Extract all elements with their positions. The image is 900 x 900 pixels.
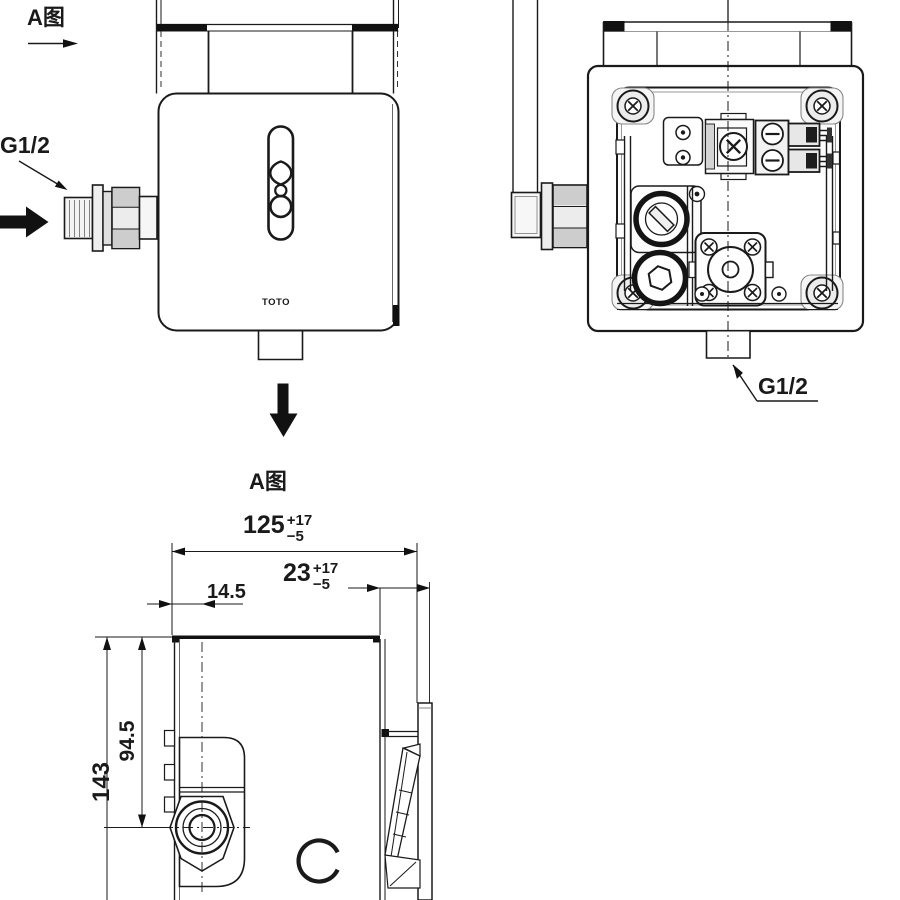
dim-wall-to-plate: 23 +17 −5 <box>283 561 338 593</box>
outlet-thread-label: G1/2 <box>758 373 808 399</box>
inlet-fitting <box>63 184 158 252</box>
solenoid-flange <box>688 232 774 307</box>
dim-inlet-height-line <box>138 637 146 828</box>
snap-ring <box>296 838 340 884</box>
extension-lines <box>95 543 430 703</box>
sensor-window <box>267 125 295 241</box>
mounting-bracket <box>662 116 704 166</box>
section-title: A图 <box>249 469 287 494</box>
wedge-bracket <box>384 730 421 889</box>
dim-overall-width-line <box>172 547 417 556</box>
flow-down-arrow <box>269 383 298 437</box>
section-view <box>95 543 433 900</box>
wall-top-edge <box>172 635 380 639</box>
dim-overall-width: 125 +17 −5 <box>243 513 312 545</box>
stop-valve <box>631 249 689 307</box>
inlet-leader <box>18 160 68 190</box>
outlet-stub <box>257 331 304 361</box>
inlet-flow-arrow <box>0 206 49 238</box>
front-view <box>0 0 400 437</box>
outlet-leader <box>732 364 818 402</box>
sensor-lens-bottom <box>269 194 293 219</box>
internal-view <box>510 0 865 402</box>
inlet-hex-section <box>169 795 235 872</box>
dim-overall-width-tol-minus: −5 <box>286 527 304 545</box>
dim-center-offset-line <box>147 600 243 608</box>
dim-wall-to-plate-value: 23 <box>283 559 311 587</box>
wall-cut-right <box>352 24 398 31</box>
adjustment-valve <box>630 185 706 254</box>
dim-wall-to-plate-tol-minus: −5 <box>312 575 330 593</box>
dim-center-offset: 14.5 <box>207 581 246 603</box>
mounting-plate <box>417 702 433 900</box>
dim-wall-to-plate-tol-plus: +17 <box>312 560 339 577</box>
dim-wall-to-plate-line <box>348 584 430 592</box>
view-marker-label: A图 <box>27 5 65 30</box>
solenoid-mount <box>704 112 755 181</box>
wall-cut-left <box>157 24 207 31</box>
dim-overall-height: 143 <box>88 761 115 803</box>
dim-overall-height-line <box>103 637 111 900</box>
brand-logo: TOTO <box>262 297 291 308</box>
dim-overall-width-tol-plus: +17 <box>286 512 313 529</box>
inlet-thread-label: G1/2 <box>0 132 50 158</box>
cover-plate <box>157 92 400 332</box>
terminal-block <box>754 119 832 176</box>
view-direction-arrow <box>28 39 78 48</box>
dim-inlet-height: 94.5 <box>116 720 139 762</box>
dim-overall-width-value: 125 <box>243 511 285 539</box>
inlet-fitting-internal <box>510 182 588 251</box>
